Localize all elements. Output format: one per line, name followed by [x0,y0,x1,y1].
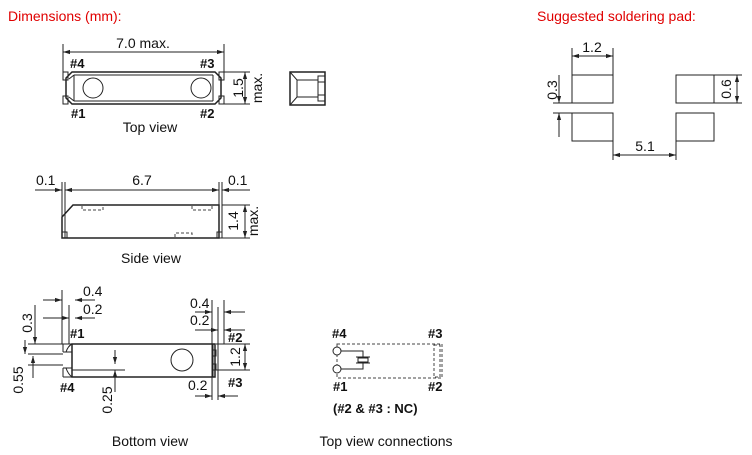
nc-note: (#2 & #3 : NC) [333,401,418,416]
dim-label: 0.4 [83,283,103,299]
connections-caption: Top view connections [319,433,452,449]
pad-gap-label: 0.3 [544,80,560,100]
dim-label: 0.25 [99,386,115,413]
dim-label: 0.2 [83,301,103,317]
pin-label: #4 [332,326,347,341]
pin-label: #4 [70,56,85,71]
dim-label: 0.2 [190,312,210,328]
pin-label: #2 [200,106,214,121]
pin-label: #4 [60,380,75,395]
side-view: 0.1 6.7 0.1 1.4 max. Side view [35,172,261,266]
pad-spacing-label: 5.1 [635,138,655,154]
pin-label: #1 [70,326,84,341]
top-view: 7.0 max. #4 #3 #1 #2 1.5 max. Top view [62,35,326,135]
side-right-label: 0.1 [228,172,248,188]
top-view-caption: Top view [123,119,178,135]
dim-label: 0.2 [188,377,208,393]
pin-label: #3 [200,56,214,71]
top-length-label: 7.0 max. [116,35,170,51]
top-view-connections: #4 #3 #1 #2 (#2 & #3 : NC) Top view conn… [319,326,452,449]
top-width-label: 1.5 [230,78,246,98]
pin-label: #1 [333,379,347,394]
bottom-view-caption: Bottom view [112,433,189,449]
dim-label: 1.2 [227,347,243,367]
dim-label: 0.4 [190,295,210,311]
pin-label: #3 [428,326,442,341]
side-body-label: 6.7 [132,172,152,188]
pad-height-label: 0.6 [718,79,734,99]
pin-label: #3 [228,375,242,390]
dimensions-title: Dimensions (mm): [8,8,122,24]
pad-width-label: 1.2 [582,39,602,55]
side-view-caption: Side view [121,250,182,266]
pin-label: #2 [228,330,242,345]
side-height-max: max. [245,206,261,236]
top-width-max: max. [249,73,265,103]
pin-label: #1 [71,106,85,121]
soldering-title: Suggested soldering pad: [537,8,696,24]
top-circle-right [190,77,212,99]
dim-label: 0.55 [10,366,26,393]
top-circle-left [82,77,104,99]
pin-label: #2 [428,379,442,394]
side-left-label: 0.1 [36,172,56,188]
bottom-view: #1 #4 #2 #3 0.4 0.2 0.3 0.55 0.25 0.4 0.… [10,283,250,449]
soldering-pad: 1.2 0.3 0.6 5.1 [544,39,742,160]
side-height-label: 1.4 [225,211,241,231]
end-view-icon [289,71,326,106]
dim-label: 0.3 [19,313,35,333]
